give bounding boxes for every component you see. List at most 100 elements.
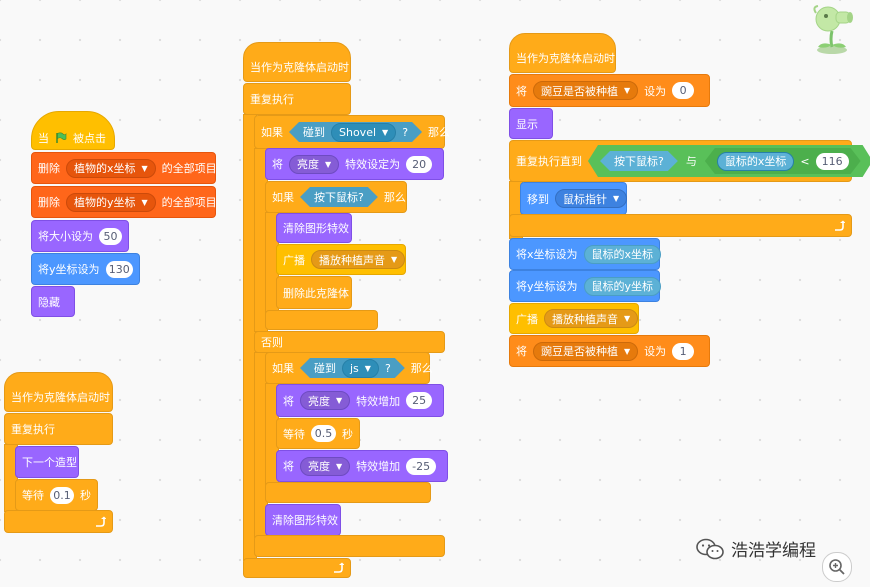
set-text: 将 <box>283 460 294 473</box>
mouse-down-block[interactable]: 按下鼠标? <box>600 151 678 171</box>
when-clone-start-block[interactable]: 当作为克隆体启动时 <box>243 42 351 82</box>
then-text: 那么 <box>428 126 451 139</box>
variable-value-input[interactable]: 1 <box>672 342 695 360</box>
effect-change-input[interactable]: -25 <box>406 457 437 475</box>
effect-change-input[interactable]: 25 <box>406 392 433 409</box>
hide-text: 隐藏 <box>38 295 60 309</box>
touching-js-dropdown[interactable]: js▼ <box>342 359 379 378</box>
effect-dropdown[interactable]: 亮度▼ <box>300 391 351 410</box>
less-than-block[interactable]: 鼠标的x坐标 < 116 <box>705 148 861 174</box>
hat-when-text: 当 <box>38 131 49 145</box>
loop-arrow-icon <box>96 516 106 527</box>
set-variable-block-2[interactable]: 将 豌豆是否被种植▼ 设为 1 <box>509 335 710 367</box>
touching-text: 碰到 <box>314 362 336 375</box>
wait-block[interactable]: 等待 0.1 秒 <box>15 479 98 511</box>
effect-change-text: 特效增加 <box>356 394 401 408</box>
if-else-block[interactable]: 如果 碰到 Shovel▼ ? 那么 <box>254 115 450 149</box>
variable-value-input[interactable]: 0 <box>672 82 695 99</box>
hat-clone-text: 当作为克隆体启动时 <box>11 391 110 404</box>
goto-target-dropdown[interactable]: 鼠标指针▼ <box>555 189 628 208</box>
set-x-block[interactable]: 将x坐标设为 鼠标的x坐标 <box>509 238 662 270</box>
clear-effects-block[interactable]: 清除图形特效 <box>276 213 352 243</box>
clear-effects-block-2[interactable]: 清除图形特效 <box>265 504 341 536</box>
when-clone-start-block[interactable]: 当作为克隆体启动时 <box>509 33 616 73</box>
all-items-text: 的全部项目 <box>161 196 217 209</box>
hat-clicked-text: 被点击 <box>73 131 106 145</box>
repeat-until-block[interactable]: 重复执行直到 按下鼠标? 与 鼠标的x坐标 < 116 <box>509 140 852 182</box>
broadcast-message-dropdown[interactable]: 播放种植声音▼ <box>544 309 639 328</box>
change-effect-block-2[interactable]: 将 亮度▼ 特效增加 -25 <box>276 450 448 482</box>
wait-text: 等待 <box>283 427 305 441</box>
touching-js-block[interactable]: 碰到 js▼ ? <box>300 358 405 378</box>
hide-block[interactable]: 隐藏 <box>31 286 75 317</box>
change-effect-block-1[interactable]: 将 亮度▼ 特效增加 25 <box>276 384 444 417</box>
set-size-block[interactable]: 将大小设为 50 <box>31 220 129 252</box>
show-text: 显示 <box>516 117 538 131</box>
chevron-down-icon: ▼ <box>624 346 631 356</box>
mouse-x-reporter[interactable]: 鼠标的x坐标 <box>583 244 662 264</box>
loop-arrow-icon <box>334 562 344 573</box>
set-effect-block[interactable]: 将 亮度▼ 特效设定为 20 <box>265 148 444 180</box>
else-text: 否则 <box>261 336 283 349</box>
chevron-down-icon: ▼ <box>624 314 631 323</box>
set-text: 将 <box>516 345 527 358</box>
zoom-in-button[interactable] <box>822 552 852 582</box>
list-dropdown-y[interactable]: 植物的y坐标▼ <box>66 192 156 212</box>
set-y-block[interactable]: 将y坐标设为 鼠标的y坐标 <box>509 270 662 302</box>
peashooter-sprite-icon[interactable] <box>808 3 856 55</box>
if-else-bottom <box>254 535 445 557</box>
set-y-block[interactable]: 将y坐标设为 130 <box>31 253 140 285</box>
if-text: 如果 <box>272 362 294 375</box>
delete-text: 删除 <box>38 196 60 209</box>
delete-all-x-block[interactable]: 删除 植物的x坐标▼ 的全部项目 <box>31 152 217 184</box>
wait-input[interactable]: 0.5 <box>311 425 336 442</box>
hat-clone-text: 当作为克隆体启动时 <box>516 52 615 65</box>
chevron-down-icon: ▼ <box>364 363 371 373</box>
variable-dropdown[interactable]: 豌豆是否被种植▼ <box>533 81 639 100</box>
delete-clone-text: 删除此克隆体 <box>283 286 349 300</box>
wait-block[interactable]: 等待 0.5 秒 <box>276 418 360 449</box>
question-text: ? <box>384 361 391 375</box>
broadcast-block[interactable]: 广播 播放种植声音▼ <box>509 303 639 334</box>
mouse-down-block[interactable]: 按下鼠标? <box>300 187 378 207</box>
when-flag-clicked-block[interactable]: 当 被点击 <box>31 111 115 150</box>
forever-block[interactable]: 重复执行 <box>4 413 113 445</box>
variable-dropdown[interactable]: 豌豆是否被种植▼ <box>533 341 639 361</box>
show-block[interactable]: 显示 <box>509 108 553 139</box>
if-block[interactable]: 如果 按下鼠标? 那么 <box>265 181 407 213</box>
when-clone-start-block[interactable]: 当作为克隆体启动时 <box>4 372 113 412</box>
touching-target-dropdown[interactable]: Shovel▼ <box>331 123 396 142</box>
wechat-icon <box>696 538 724 559</box>
and-operator-block[interactable]: 按下鼠标? 与 鼠标的x坐标 < 116 <box>588 145 870 177</box>
effect-value-input[interactable]: 20 <box>406 155 433 173</box>
broadcast-message-dropdown[interactable]: 播放种植声音▼ <box>311 250 406 269</box>
chevron-down-icon: ▼ <box>613 194 620 203</box>
broadcast-block[interactable]: 广播 播放种植声音▼ <box>276 244 406 275</box>
next-costume-block[interactable]: 下一个造型 <box>15 446 79 478</box>
delete-clone-block[interactable]: 删除此克隆体 <box>276 276 352 309</box>
forever-block[interactable]: 重复执行 <box>243 83 351 115</box>
goto-text: 移到 <box>527 192 549 206</box>
set-y-text: 将y坐标设为 <box>38 263 100 276</box>
less-than-value-input[interactable]: 116 <box>816 153 849 170</box>
list-dropdown-x[interactable]: 植物的x坐标▼ <box>66 158 156 178</box>
chevron-down-icon: ▼ <box>336 461 343 471</box>
mouse-x-reporter[interactable]: 鼠标的x坐标 <box>717 152 795 171</box>
touching-text: 碰到 <box>303 126 325 139</box>
touching-block[interactable]: 碰到 Shovel▼ ? <box>289 122 422 142</box>
hat-clone-text: 当作为克隆体启动时 <box>250 61 349 74</box>
effect-dropdown[interactable]: 亮度▼ <box>289 154 340 174</box>
mouse-y-reporter[interactable]: 鼠标的y坐标 <box>583 276 662 296</box>
seconds-text: 秒 <box>342 427 353 441</box>
effect-dropdown[interactable]: 亮度▼ <box>300 456 351 476</box>
y-input[interactable]: 130 <box>105 260 133 278</box>
if-block-js[interactable]: 如果 碰到 js▼ ? 那么 <box>265 352 433 384</box>
delete-all-y-block[interactable]: 删除 植物的y坐标▼ 的全部项目 <box>31 186 217 218</box>
wait-input[interactable]: 0.1 <box>50 486 74 504</box>
set-to-text: 设为 <box>644 84 667 98</box>
clear-effects-text: 清除图形特效 <box>272 514 338 527</box>
if-text: 如果 <box>261 126 283 139</box>
goto-block[interactable]: 移到 鼠标指针▼ <box>520 182 628 215</box>
size-input[interactable]: 50 <box>99 227 122 245</box>
set-variable-block-1[interactable]: 将 豌豆是否被种植▼ 设为 0 <box>509 74 710 107</box>
